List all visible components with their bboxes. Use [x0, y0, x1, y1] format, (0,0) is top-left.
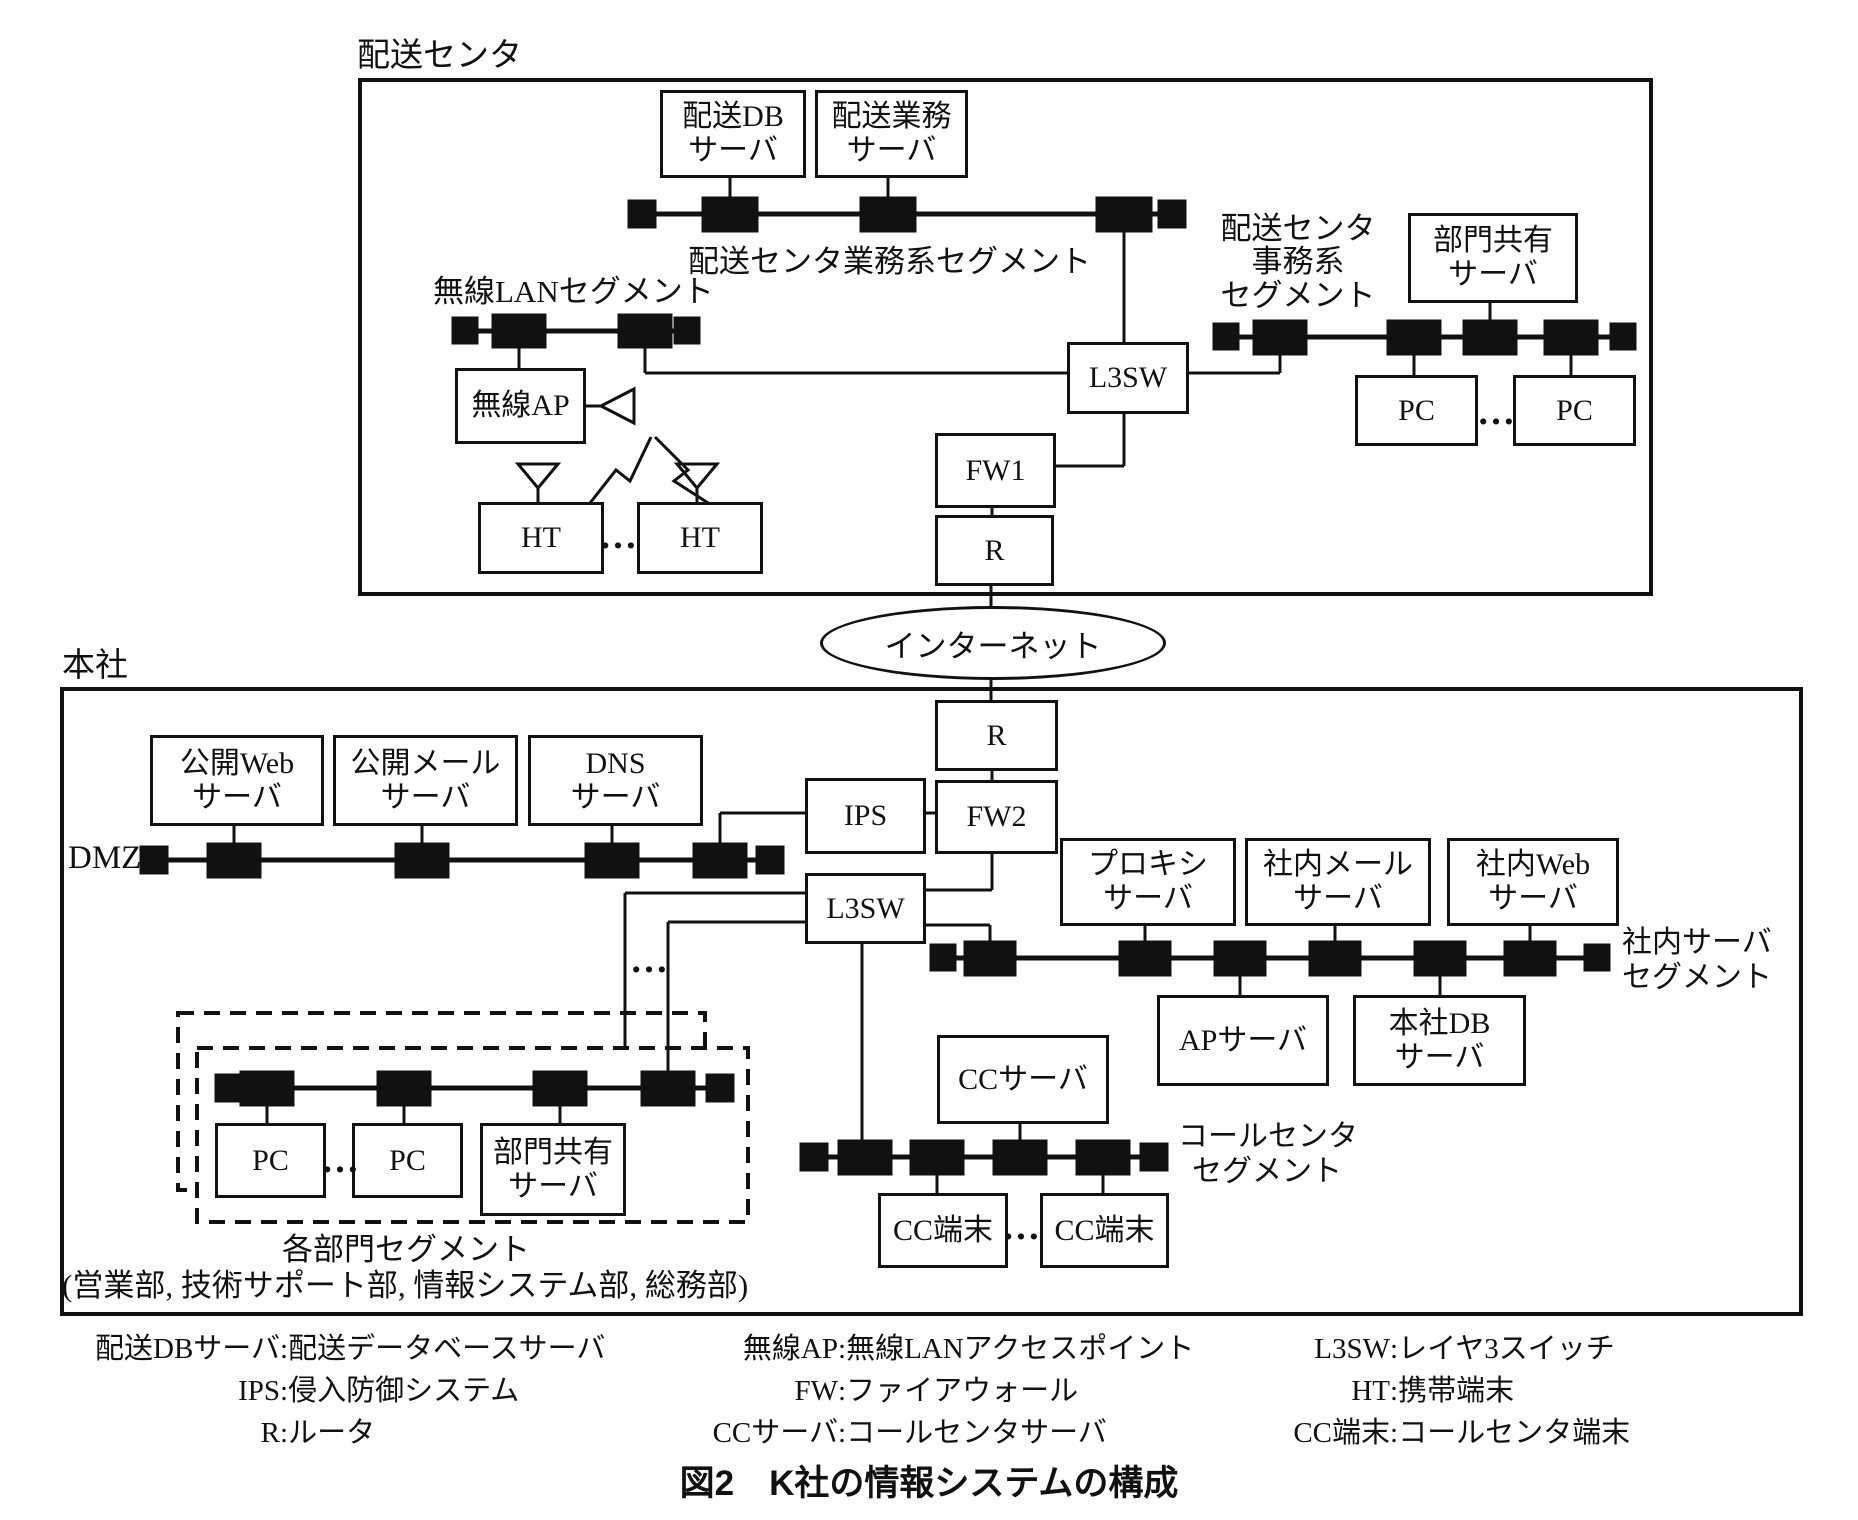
node-shanai-web-server: 社内Web サーバ: [1447, 838, 1619, 926]
pc-dc-ellipsis: …: [1477, 391, 1517, 433]
headquarters-boundary: [60, 687, 1803, 1316]
segment-label-dc-jimu: 配送センタ 事務系 セグメント: [1220, 211, 1376, 313]
department-link-ellipsis: …: [630, 939, 670, 981]
node-cc-terminal-1: CC端末: [878, 1193, 1008, 1268]
legend-row: HT:携帯端末: [1351, 1375, 1515, 1407]
node-pc-hq-2: PC: [352, 1123, 463, 1198]
node-shanai-mail-server: 社内メール サーバ: [1245, 838, 1431, 926]
legend-row: L3SW:レイヤ3スイッチ: [1314, 1333, 1615, 1365]
node-bumon-kyoyu-server-hq: 部門共有 サーバ: [480, 1123, 626, 1216]
node-pc-hq-1: PC: [215, 1123, 326, 1198]
legend-row: 無線AP:無線LANアクセスポイント: [742, 1333, 1195, 1365]
segment-label-musen-lan: 無線LANセグメント: [433, 274, 714, 309]
node-fw2: FW2: [935, 780, 1058, 854]
legend-row: R:ルータ: [260, 1417, 376, 1449]
legend-column-2: 無線AP:無線LANアクセスポイント FW:ファイアウォール CCサーバ:コール…: [700, 1328, 1195, 1454]
node-pc-dc-1: PC: [1355, 375, 1478, 446]
figure-title: 図2 K社の情報システムの構成: [679, 1464, 1179, 1503]
node-pc-dc-2: PC: [1513, 375, 1636, 446]
cc-terminal-ellipsis: …: [1002, 1206, 1042, 1248]
legend-row: CC端末:コールセンタ端末: [1293, 1417, 1631, 1449]
node-kokai-mail-server: 公開メール サーバ: [333, 735, 518, 826]
node-fw1: FW1: [935, 433, 1056, 508]
node-haiso-gyomu-server: 配送業務 サーバ: [815, 90, 968, 178]
internet-cloud: インターネット: [820, 606, 1166, 680]
segment-label-kakubumon: 各部門セグメント: [282, 1232, 530, 1267]
legend-row: 配送DBサーバ:配送データベースサーバ: [95, 1333, 606, 1365]
node-ht-1: HT: [478, 502, 604, 574]
ht1-antenna-icon: [514, 462, 562, 502]
node-cc-terminal-2: CC端末: [1040, 1193, 1169, 1268]
node-bumon-kyoyu-server-dc: 部門共有 サーバ: [1408, 213, 1578, 303]
bus-dmz: [139, 842, 785, 879]
legend-row: CCサーバ:コールセンタサーバ: [712, 1417, 1107, 1449]
bus-dc-gyomu: [627, 196, 1187, 233]
legend-column-3: L3SW:レイヤ3スイッチ HT:携帯端末 CC端末:コールセンタ端末: [1262, 1328, 1630, 1454]
bus-shanai-server: [929, 940, 1611, 977]
legend-row: IPS:侵入防御システム: [238, 1375, 520, 1407]
node-ht-2: HT: [637, 502, 763, 574]
segment-label-shanai-server: 社内サーバ セグメント: [1622, 926, 1772, 994]
node-l3sw-dc: L3SW: [1067, 342, 1189, 414]
node-kokai-web-server: 公開Web サーバ: [150, 735, 324, 826]
node-ips: IPS: [805, 778, 926, 854]
bus-musen-lan: [451, 313, 701, 349]
distribution-center-boundary: [358, 78, 1653, 596]
wireless-signal-icon: [581, 435, 720, 513]
node-proxy-server: プロキシ サーバ: [1060, 838, 1236, 926]
node-haiso-db-server: 配送DB サーバ: [660, 90, 806, 178]
bus-kakubumon: [214, 1070, 735, 1107]
node-dns-server: DNS サーバ: [528, 735, 703, 826]
node-router-hq: R: [935, 700, 1058, 771]
segment-label-dmz: DMZ: [68, 840, 142, 876]
node-l3sw-hq: L3SW: [805, 873, 926, 944]
headquarters-label: 本社: [62, 648, 128, 684]
legend-row: FW:ファイアウォール: [794, 1375, 1079, 1407]
node-ap-server: APサーバ: [1157, 995, 1329, 1086]
segment-label-kakubumon-note: (営業部, 技術サポート部, 情報システム部, 総務部): [62, 1268, 749, 1303]
ht-ellipsis: …: [599, 515, 639, 557]
node-musen-ap: 無線AP: [455, 368, 586, 444]
node-router-dc: R: [935, 515, 1054, 586]
segment-label-call-center: コールセンタ セグメント: [1178, 1120, 1358, 1188]
bus-dc-jimu: [1212, 319, 1637, 356]
segment-label-dc-gyomu: 配送センタ業務系セグメント: [688, 244, 1091, 279]
node-honsha-db-server: 本社DB サーバ: [1353, 995, 1526, 1086]
legend-column-1: 配送DBサーバ:配送データベースサーバ IPS:侵入防御システム R:ルータ: [62, 1328, 605, 1454]
node-cc-server: CCサーバ: [937, 1035, 1109, 1124]
bus-call-center: [799, 1139, 1169, 1176]
distribution-center-label: 配送センタ: [357, 38, 522, 74]
pc-hq-ellipsis: …: [321, 1139, 361, 1181]
